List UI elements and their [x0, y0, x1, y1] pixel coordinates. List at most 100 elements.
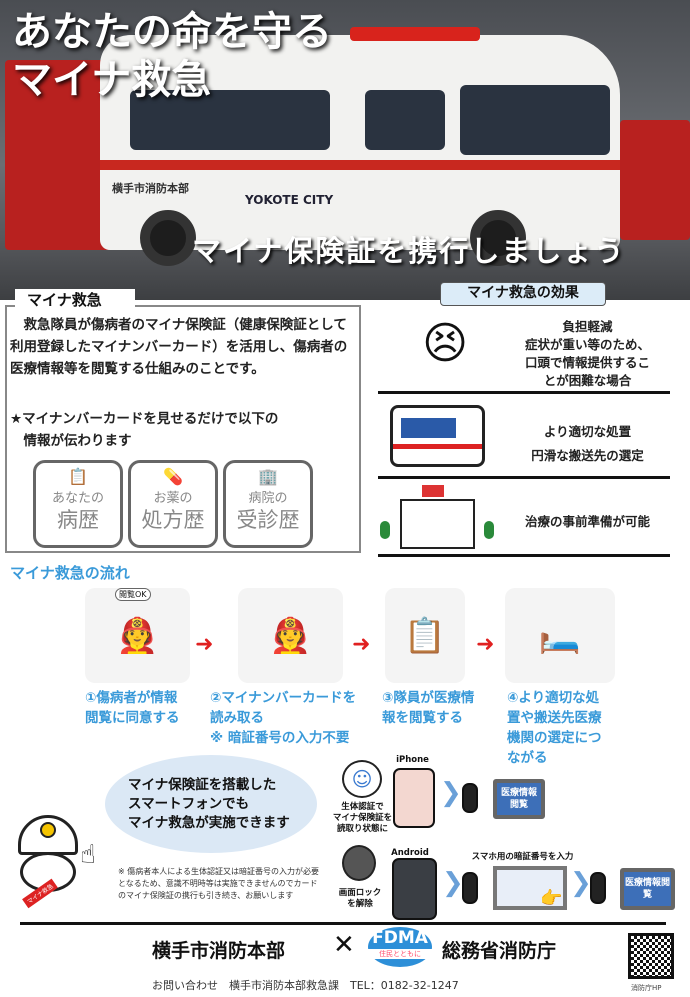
qr-code[interactable]	[628, 933, 674, 979]
chevron-right-icon: ❯	[570, 868, 592, 898]
step-line: ③隊員が医療情	[382, 690, 475, 706]
caption-line: マイナ保険証を	[332, 813, 393, 823]
hospital-building-icon	[380, 485, 495, 550]
slogan: マイナ保険証を携行しましょう	[192, 234, 626, 268]
chevron-right-icon: ❯	[440, 778, 462, 808]
bubble-line: スマートフォンでも	[128, 796, 250, 812]
effect-line: 負担軽減	[562, 319, 613, 334]
flow-title: マイナ救急の流れ	[10, 564, 130, 582]
fdma-tagline: 住民とともに	[368, 949, 432, 959]
flow-step-3: ③隊員が医療情 報を閲覧する	[382, 688, 474, 728]
ambulance-icon	[390, 405, 485, 467]
smartphone-bubble	[105, 755, 317, 853]
arrow-right-icon: ➜	[476, 632, 495, 657]
definition-tab: マイナ救急	[15, 289, 135, 309]
step-line: ①傷病者が情報	[85, 690, 178, 706]
medical-info-screen: 医療情報閲覧	[620, 868, 675, 910]
fdma-name: 総務省消防庁	[442, 940, 557, 962]
screen-lock-icon	[342, 845, 376, 881]
divider	[378, 476, 670, 479]
face-id-icon: ☺	[342, 760, 382, 798]
phone-small-image	[590, 872, 606, 904]
star-note-line: 情報が伝わります	[10, 433, 132, 449]
yokote-fire-hq: 横手市消防本部	[152, 940, 286, 962]
patient-card-icon: 😣	[422, 318, 468, 369]
effect-1-text: 負担軽減 症状が重い等のため、 口頭で情報提供するこ とが困難な場合	[505, 318, 670, 390]
hospital-icon: 🏢	[258, 467, 278, 486]
firefighter-mascot: マイナ救急 ☝	[8, 810, 108, 910]
fdma-text: FDMA	[372, 928, 428, 948]
step-line: 報を閲覧する	[382, 710, 463, 726]
iphone-label: iPhone	[396, 755, 429, 765]
chevron-right-icon: ❯	[442, 868, 464, 898]
effect-line: 症状が重い等のため、	[524, 337, 650, 352]
flow-step-1: ①傷病者が情報 閲覧に同意する	[85, 688, 180, 728]
effect-line: とが困難な場合	[543, 373, 632, 388]
ambulance-marking: 横手市消防本部	[112, 182, 189, 195]
effect-line: 円滑な搬送先の選定	[531, 448, 644, 463]
fdma-logo: FDMA 住民とともに	[368, 927, 432, 967]
hero-photo: 横手市消防本部 YOKOTE CITY	[0, 0, 690, 300]
iphone-image	[393, 768, 435, 828]
clipboard-icon: 📋	[68, 467, 88, 486]
treatment-illustration: 🛏️	[505, 588, 615, 683]
pointing-hand-icon: ☝	[80, 840, 96, 870]
card-reading-illustration: 🧑‍🚒	[238, 588, 343, 683]
arrow-right-icon: ➜	[195, 632, 214, 657]
arrow-right-icon: ➜	[352, 632, 371, 657]
title-line-2: マイナ救急	[12, 56, 212, 103]
finger-icon: 👉	[540, 888, 563, 909]
card-big: 受診歴	[236, 508, 300, 532]
star-note: ★マイナンバーカードを見せるだけで以下の 情報が伝わります	[10, 408, 278, 452]
card-big: 病歴	[57, 508, 99, 532]
step-line: 読み取る	[210, 710, 264, 726]
flow-step-4: ④より適切な処 置や搬送先医療 機関の選定につ ながる	[507, 688, 602, 768]
effects-label: マイナ救急の効果	[440, 282, 606, 306]
divider	[378, 554, 670, 557]
ambulance-image: 横手市消防本部 YOKOTE CITY	[100, 27, 620, 266]
pills-icon: 💊	[163, 467, 183, 486]
cross-mark: ✕	[333, 930, 355, 960]
caption-line: を解除	[347, 899, 373, 909]
fire-truck-right	[620, 120, 690, 240]
card-visit-history: 🏢 病院の 受診歴	[223, 460, 313, 548]
smartphone-note: ※ 傷病者本人による生体認証又は暗証番号の入力が必要となるため、意識不明時等は実…	[118, 867, 320, 900]
card-small: お薬の	[153, 491, 193, 506]
android-caption: 画面ロック を解除	[330, 888, 390, 910]
smartphone-bubble-text: マイナ保険証を搭載した スマートフォンでも マイナ救急が実施できます	[128, 776, 290, 833]
qr-caption: 消防庁HP	[631, 984, 662, 992]
effect-line: より適切な処置	[543, 424, 632, 439]
star-note-line: ★マイナンバーカードを見せるだけで以下の	[10, 411, 279, 427]
footer-divider	[20, 922, 666, 925]
caption-line: 読取り状態に	[336, 824, 388, 834]
caption-line: 生体認証で	[341, 802, 384, 812]
android-label: Android	[391, 848, 429, 858]
pin-caption: スマホ用の暗証番号を入力	[471, 852, 574, 862]
title-line-1: あなたの命を守る	[12, 8, 332, 55]
step-line: 置や搬送先医療	[507, 710, 602, 726]
effect-2-text: より適切な処置 円滑な搬送先の選定	[505, 420, 670, 468]
divider	[378, 391, 670, 394]
effect-line: 口頭で情報提供するこ	[524, 355, 650, 370]
phone-small-image	[462, 783, 478, 813]
page-title: あなたの命を守る マイナ救急	[12, 8, 332, 104]
android-image	[392, 858, 437, 920]
card-small: あなたの	[51, 491, 104, 506]
consent-bubble: 閲覧OK	[115, 588, 151, 601]
bubble-line: マイナ保険証を搭載した	[128, 777, 277, 793]
flow-step-2: ②マイナンバーカードを 読み取る ※ 暗証番号の入力不要	[210, 688, 356, 748]
card-prescription-history: 💊 お薬の 処方歴	[128, 460, 218, 548]
step-line: 機関の選定につ	[507, 730, 602, 746]
step-line: ④より適切な処	[507, 690, 600, 706]
definition-text: 救急隊員が傷病者のマイナ保険証（健康保険証として利用登録したマイナンバーカード）…	[10, 317, 348, 377]
phone-small-image	[462, 872, 478, 904]
consent-illustration: 🧑‍🚒 閲覧OK	[85, 588, 190, 683]
contact-info: お問い合わせ 横手市消防本部救急課 TEL：0182-32-1247	[152, 979, 459, 992]
bubble-line: マイナ救急が実施できます	[128, 815, 290, 831]
caption-line: 画面ロック	[338, 888, 382, 898]
card-small: 病院の	[248, 491, 288, 506]
step-line: ながる	[507, 750, 548, 766]
pin-entry-screen	[493, 866, 567, 910]
medical-info-screen: 医療情報閲覧	[493, 779, 545, 819]
card-big: 処方歴	[141, 508, 205, 532]
